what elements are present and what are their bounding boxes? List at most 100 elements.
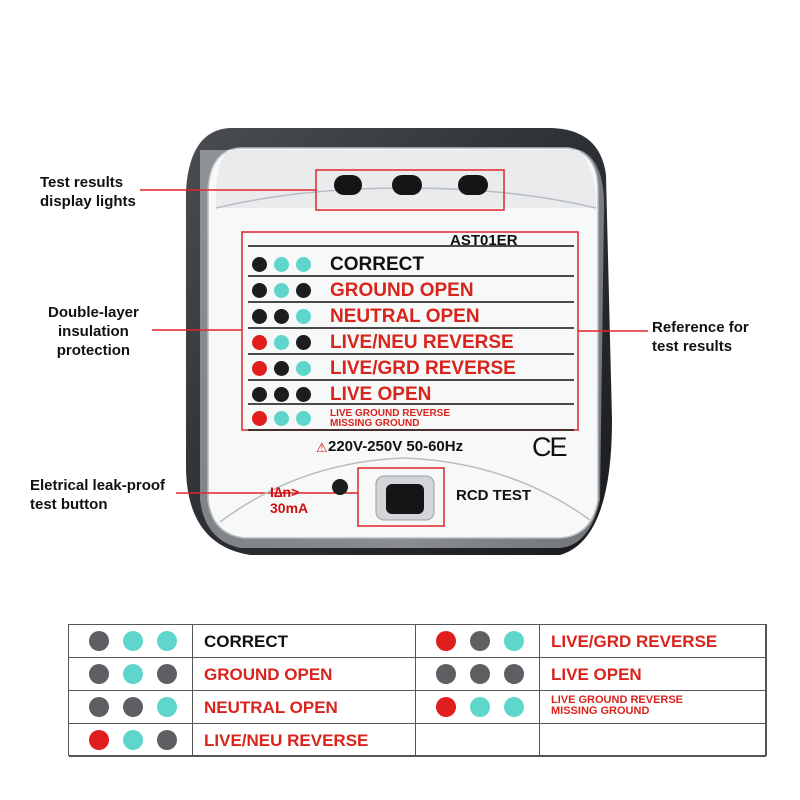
device-legend-row: LIVE/GRD REVERSE	[250, 358, 580, 380]
indicator-dot	[123, 730, 143, 750]
indicator-dot	[89, 697, 109, 717]
legend-label: CORRECT	[330, 254, 424, 275]
device-legend-row: LIVE/NEU REVERSE	[250, 332, 580, 354]
callout-line: Reference for	[652, 319, 749, 336]
display-light-2	[392, 175, 422, 195]
indicator-dot	[296, 411, 311, 426]
indicator-dot	[436, 697, 456, 717]
table-label: GROUND OPEN	[204, 665, 333, 684]
callout-line: insulation	[58, 323, 129, 340]
indicator-dot	[274, 283, 289, 298]
display-light-1	[334, 175, 362, 195]
table-dot-cell	[416, 691, 540, 724]
indicator-dots	[252, 411, 324, 427]
indicator-dot	[274, 387, 289, 402]
indicator-dot	[296, 309, 311, 324]
legend-label: LIVE/GRD REVERSE	[330, 358, 516, 379]
indicator-dot	[157, 631, 177, 651]
callout-line: test results	[652, 338, 733, 355]
indicator-dots	[252, 309, 324, 325]
table-label: CORRECT	[204, 632, 289, 651]
table-label-cell: GROUND OPEN	[193, 658, 416, 691]
table-label-cell: LIVE/NEU REVERSE	[193, 724, 416, 757]
table-dot-cell	[69, 691, 193, 724]
indicator-dot	[157, 664, 177, 684]
table-dot-cell	[416, 658, 540, 691]
leak-current-label: I∆n> 30mA	[270, 484, 308, 516]
callout-reference: Reference for test results	[652, 318, 749, 356]
callout-line: test button	[30, 496, 108, 513]
table-label: LIVE/NEU REVERSE	[204, 731, 369, 750]
indicator-dots	[252, 283, 324, 299]
display-light-3	[458, 175, 488, 195]
table-label: LIVE/GRD REVERSE	[551, 632, 718, 651]
indicator-dot	[274, 257, 289, 272]
table-dot-cell	[69, 625, 193, 658]
indicator-dot	[252, 257, 267, 272]
callout-line: Eletrical leak-proof	[30, 477, 166, 494]
indicator-dots	[252, 257, 324, 273]
callout-leak-button: Eletrical leak-proof test button	[30, 476, 165, 514]
indicator-dot	[504, 631, 524, 651]
indicator-dot	[274, 335, 289, 350]
indicator-dot	[296, 387, 311, 402]
table-label: LIVE OPEN	[551, 665, 642, 684]
indicator-dot	[274, 361, 289, 376]
indicator-dot	[470, 664, 490, 684]
table-dot-cell	[69, 724, 193, 757]
indicator-dot	[157, 730, 177, 750]
table-label-cell: LIVE OPEN	[540, 658, 766, 691]
indicator-dot	[252, 283, 267, 298]
indicator-dot	[123, 697, 143, 717]
indicator-dot	[252, 387, 267, 402]
indicator-dot	[123, 631, 143, 651]
indicator-dots	[252, 387, 324, 403]
indicator-dot	[252, 335, 267, 350]
model-number: AST01ER	[450, 232, 518, 249]
table-label-cell: LIVE/GRD REVERSE	[540, 625, 766, 658]
indicator-dot	[252, 361, 267, 376]
legend-label: LIVE OPEN	[330, 384, 432, 405]
callout-insulation: Double-layer insulation protection	[48, 303, 139, 360]
indicator-dot	[89, 664, 109, 684]
indicator-dot	[296, 361, 311, 376]
table-dot-cell	[416, 724, 540, 757]
indicator-dot	[123, 664, 143, 684]
indicator-dots	[252, 361, 324, 377]
reference-table: CORRECT GROUND OPEN NEUTRAL OPEN LIVE/NEU R…	[68, 624, 767, 757]
device-legend-row: NEUTRAL OPEN	[250, 306, 580, 328]
indicator-dot	[504, 697, 524, 717]
indicator-dot	[436, 664, 456, 684]
indicator-dot	[89, 730, 109, 750]
current-symbol: I∆n>	[270, 484, 300, 500]
indicator-dot	[252, 411, 267, 426]
ce-mark: CE	[532, 432, 567, 462]
indicator-dot	[470, 697, 490, 717]
callout-display-lights: Test results display lights	[40, 173, 136, 211]
indicator-dot	[470, 631, 490, 651]
device-legend-row: GROUND OPEN	[250, 280, 580, 302]
indicator-dot	[274, 411, 289, 426]
indicator-dot	[157, 697, 177, 717]
callout-line: Double-layer	[48, 304, 139, 321]
indicator-dots	[252, 335, 324, 351]
table-dot-cell	[69, 658, 193, 691]
callout-line: display lights	[40, 193, 136, 210]
warning-icon: ⚠	[316, 440, 328, 455]
indicator-dot	[436, 631, 456, 651]
indicator-dot	[296, 257, 311, 272]
table-dot-cell	[416, 625, 540, 658]
indicator-dot	[504, 664, 524, 684]
table-label-cell: NEUTRAL OPEN	[193, 691, 416, 724]
table-label-cell	[540, 724, 766, 757]
rcd-test-label: RCD TEST	[456, 487, 531, 504]
current-value: 30mA	[270, 500, 309, 516]
indicator-dot	[252, 309, 267, 324]
table-label-cell: CORRECT	[193, 625, 416, 658]
callout-line: protection	[56, 342, 131, 359]
